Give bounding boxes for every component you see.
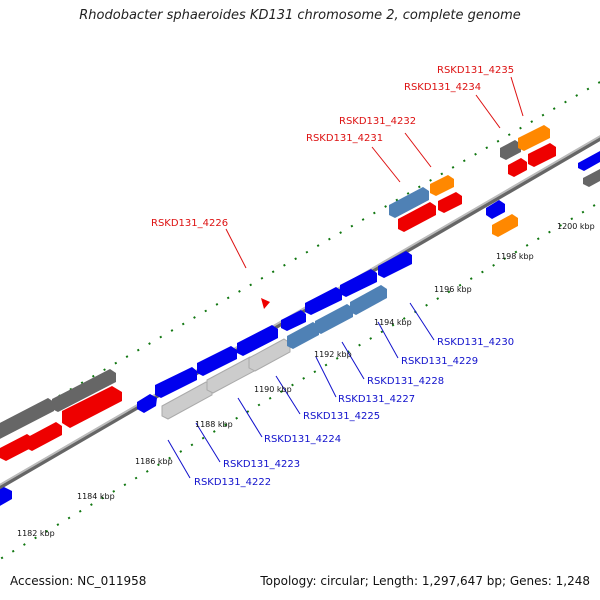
gene-arrow[interactable] bbox=[237, 325, 278, 356]
gene-label[interactable]: RSKD131_4229 bbox=[401, 356, 478, 367]
gene-arrow[interactable] bbox=[486, 200, 505, 219]
gene-label[interactable]: RSKD131_4234 bbox=[404, 82, 481, 93]
gene-arrow[interactable] bbox=[155, 367, 197, 398]
upper-gene-labels: RSKD131_4226 RSKD131_4231 RSKD131_4232 R… bbox=[151, 65, 514, 229]
gene-arrow[interactable] bbox=[0, 434, 33, 461]
selected-gene-arrow[interactable] bbox=[248, 338, 291, 372]
gene-label[interactable]: RSKD131_4228 bbox=[367, 376, 444, 387]
gene-arrow[interactable] bbox=[528, 143, 556, 167]
gene-label[interactable]: RSKD131_4226 bbox=[151, 218, 228, 229]
scale-tick-label: 1194 kbp bbox=[374, 318, 412, 327]
lower-tick-row bbox=[0, 201, 600, 561]
pseudo-gene-block[interactable] bbox=[583, 169, 600, 187]
scale-tick-label: 1192 kbp bbox=[314, 350, 352, 359]
gene-label[interactable]: RSKD131_4231 bbox=[306, 133, 383, 144]
gene-track-reverse bbox=[0, 143, 556, 461]
highlight-gene-arrow[interactable] bbox=[350, 285, 387, 315]
gene-arrow[interactable] bbox=[137, 394, 157, 413]
pseudo-gene-block[interactable] bbox=[500, 140, 521, 160]
gene-arrow[interactable] bbox=[578, 151, 600, 171]
pseudo-gene-block[interactable] bbox=[0, 398, 54, 441]
rna-gene-arrow[interactable] bbox=[518, 125, 550, 151]
scale-labels: 1182 kbp 1184 kbp 1186 kbp 1188 kbp 1190… bbox=[17, 222, 595, 538]
scale-tick-label: 1200 kbp bbox=[557, 222, 595, 231]
gene-label[interactable]: RSKD131_4227 bbox=[338, 394, 415, 405]
gene-label[interactable]: RSKD131_4232 bbox=[339, 116, 416, 127]
gene-arrow[interactable] bbox=[508, 158, 527, 177]
rna-gene-arrow[interactable] bbox=[492, 214, 518, 237]
map-title: Rhodobacter sphaeroides KD131 chromosome… bbox=[79, 8, 521, 23]
gene-arrow[interactable] bbox=[0, 487, 12, 507]
gene-arrow[interactable] bbox=[281, 310, 306, 331]
gene-arrow[interactable] bbox=[398, 202, 436, 232]
scale-tick-label: 1198 kbp bbox=[496, 252, 534, 261]
scale-tick-label: 1186 kbp bbox=[135, 457, 173, 466]
highlight-gene-arrow[interactable] bbox=[315, 304, 353, 334]
gene-label[interactable]: RSKD131_4222 bbox=[194, 477, 271, 488]
selected-gene-arrow[interactable] bbox=[161, 381, 213, 420]
gene-track-pseudo bbox=[0, 140, 600, 441]
accession-info: Accession: NC_011958 bbox=[10, 574, 147, 588]
gene-arrow[interactable] bbox=[62, 386, 122, 428]
scale-tick-label: 1190 kbp bbox=[254, 385, 292, 394]
gene-label[interactable]: RSKD131_4230 bbox=[437, 337, 514, 348]
scale-tick-label: 1188 kbp bbox=[195, 420, 233, 429]
lower-gene-labels: RSKD131_4222 RSKD131_4223 RSKD131_4224 R… bbox=[194, 337, 514, 488]
gene-label[interactable]: RSKD131_4223 bbox=[223, 459, 300, 470]
gene-arrow[interactable] bbox=[438, 192, 462, 213]
scale-tick-label: 1184 kbp bbox=[77, 492, 115, 501]
gene-arrow[interactable] bbox=[378, 251, 412, 278]
gene-arrow[interactable] bbox=[340, 269, 377, 297]
gene-label[interactable]: RSKD131_4224 bbox=[264, 434, 341, 445]
scale-tick-label: 1196 kbp bbox=[434, 285, 472, 294]
gene-track-rna bbox=[430, 125, 550, 237]
gene-arrow[interactable] bbox=[197, 346, 237, 376]
highlight-gene-arrow[interactable] bbox=[287, 322, 319, 349]
scale-tick-label: 1182 kbp bbox=[17, 529, 55, 538]
gene-arrow[interactable] bbox=[305, 287, 342, 315]
gene-arrow[interactable] bbox=[26, 422, 62, 451]
upper-label-leaders bbox=[225, 76, 524, 269]
lower-label-leaders bbox=[167, 302, 435, 479]
gene-label[interactable]: RSKD131_4235 bbox=[437, 65, 514, 76]
highlight-gene-arrow[interactable] bbox=[389, 187, 429, 218]
genome-summary: Topology: circular; Length: 1,297,647 bp… bbox=[260, 574, 590, 588]
rna-gene-arrow[interactable] bbox=[430, 175, 454, 196]
gene-track-forward bbox=[0, 151, 600, 507]
gene-track-selected bbox=[161, 187, 429, 420]
red-triangle-marker-icon bbox=[261, 298, 270, 309]
pseudo-gene-block[interactable] bbox=[52, 369, 116, 412]
gene-label[interactable]: RSKD131_4225 bbox=[303, 411, 380, 422]
